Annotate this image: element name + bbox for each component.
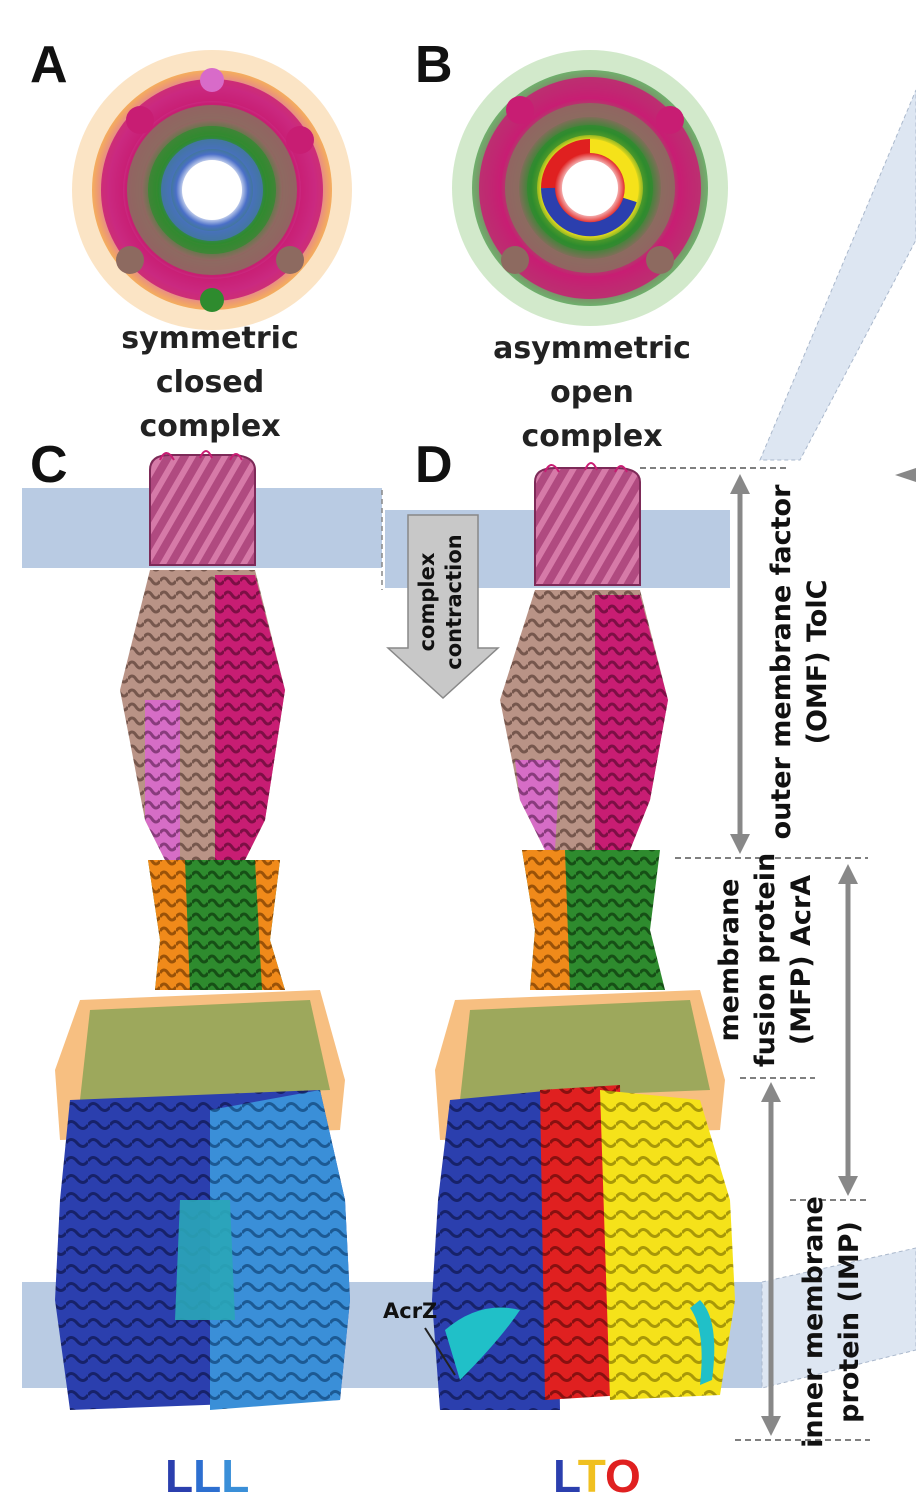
panel-letter-b: B [415, 36, 453, 94]
mfp-label-line2: fusion protein [750, 853, 781, 1067]
omf-label-line1: outer membrane factor [766, 484, 797, 840]
caption-a-line3: complex [139, 409, 280, 444]
lto-complex-side-view [432, 462, 735, 1410]
complex-contraction-arrow [386, 514, 500, 700]
asymmetric-complex-top-view [452, 50, 728, 326]
lll-complex-side-view [55, 450, 350, 1410]
tolc-barrel-d [534, 467, 641, 586]
state-label-lto: LTO [553, 1450, 641, 1502]
membrane-perspective-right [759, 89, 916, 1389]
tolc-barrel-c [149, 454, 256, 566]
panel-letter-d: D [415, 436, 453, 494]
caption-a-line1: symmetric [121, 321, 298, 356]
caption-b-line1: asymmetric [493, 331, 691, 366]
imp-label-line2: protein (IMP) [834, 1221, 865, 1423]
symmetric-complex-top-view [72, 50, 352, 330]
omf-label-line2: (OMF) TolC [802, 580, 833, 745]
state-lto-char-2: T [578, 1450, 606, 1502]
contraction-label-line1: complex [415, 552, 439, 651]
mfp-label-line3: (MFP) AcrA [786, 875, 817, 1045]
region-brackets [640, 467, 870, 1441]
panel-letter-c: C [30, 436, 68, 494]
state-lll-char-3: L [221, 1450, 249, 1502]
state-lto-char-1: L [553, 1450, 580, 1502]
caption-b-line3: complex [521, 419, 662, 454]
state-label-lll: LLL [165, 1450, 249, 1502]
acrz-pointer [424, 1327, 456, 1376]
caption-a-line2: closed [156, 365, 264, 400]
imp-label-line1: inner membrane [798, 1196, 829, 1448]
mfp-label-line1: membrane [714, 879, 745, 1042]
state-lll-char-2: L [193, 1450, 221, 1502]
acrz-helix-d [445, 1307, 520, 1380]
panel-letter-a: A [30, 36, 68, 94]
caption-b-line2: open [550, 375, 634, 410]
state-lto-char-3: O [605, 1450, 641, 1502]
acrz-label: AcrZ [383, 1299, 437, 1323]
contraction-label-line2: contraction [442, 534, 466, 669]
state-lll-char-1: L [165, 1450, 193, 1502]
